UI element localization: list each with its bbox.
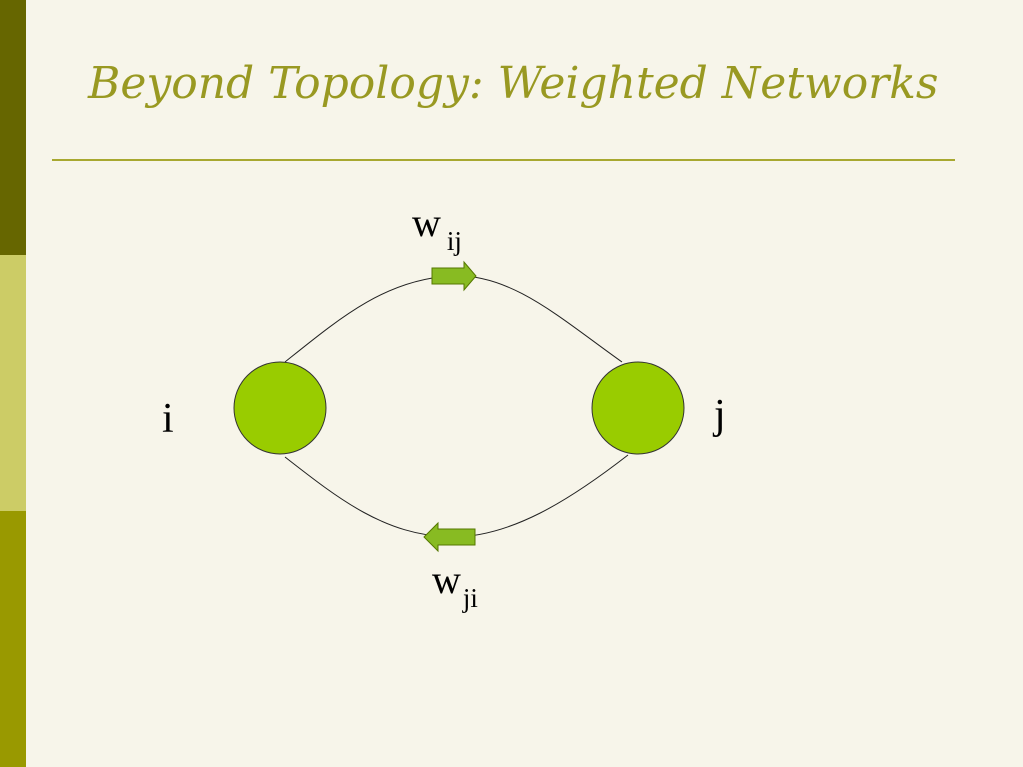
accent-bar-top (0, 0, 26, 255)
edge-i-to-j (284, 275, 623, 363)
weight-subscript: ij (447, 226, 462, 256)
slide-title: Beyond Topology: Weighted Networks (88, 58, 939, 109)
weight-symbol: w (412, 200, 441, 245)
edge-j-to-i (284, 454, 629, 538)
accent-bar-bottom (0, 511, 26, 767)
weight-symbol: w (432, 557, 461, 602)
node-j-label: j (712, 392, 726, 438)
weight-subscript: ji (462, 583, 478, 613)
arrow-left-icon (423, 521, 476, 553)
weight-label-ji: wji (432, 557, 478, 613)
arrow-right-icon (431, 260, 477, 292)
node-i-label: i (162, 396, 174, 442)
node-j (591, 361, 685, 455)
accent-bar-middle (0, 255, 26, 511)
title-divider (52, 159, 955, 161)
node-i (233, 361, 327, 455)
